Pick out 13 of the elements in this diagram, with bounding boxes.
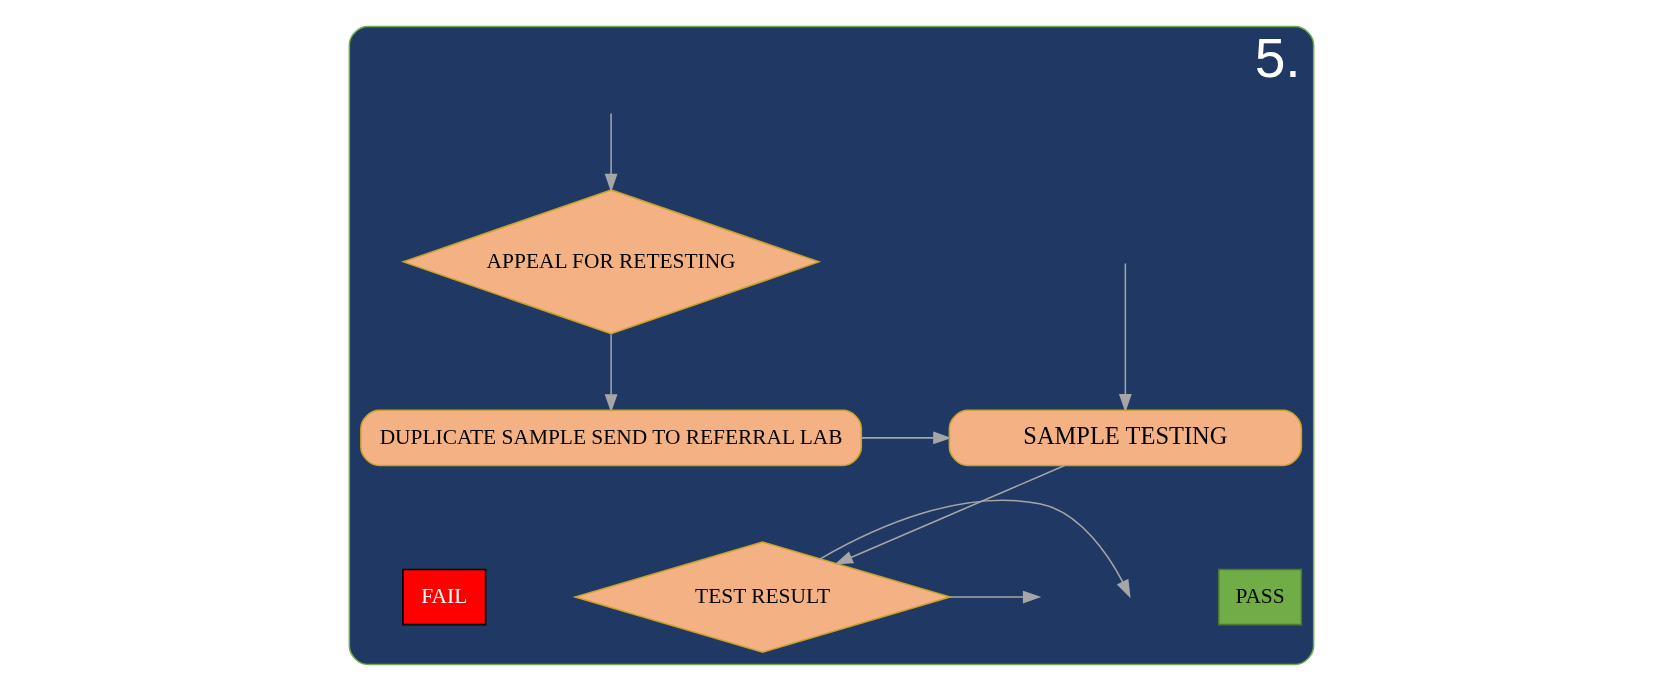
arrow — [949, 590, 1041, 604]
arrow — [819, 499, 1131, 599]
node-box: FAIL — [401, 568, 486, 626]
arrow — [1118, 262, 1132, 413]
node-diamond: APPEAL FOR RETESTING — [400, 189, 821, 335]
arrow — [604, 112, 618, 193]
arrow — [860, 431, 952, 445]
node-box: SAMPLE TESTING — [948, 409, 1302, 467]
node-box: DUPLICATE SAMPLE SEND TO REFERRAL LAB — [359, 409, 862, 467]
arrow — [834, 464, 1065, 565]
arrow — [604, 333, 618, 413]
node-diamond: TEST RESULT — [571, 541, 953, 653]
node-box: PASS — [1217, 568, 1302, 626]
